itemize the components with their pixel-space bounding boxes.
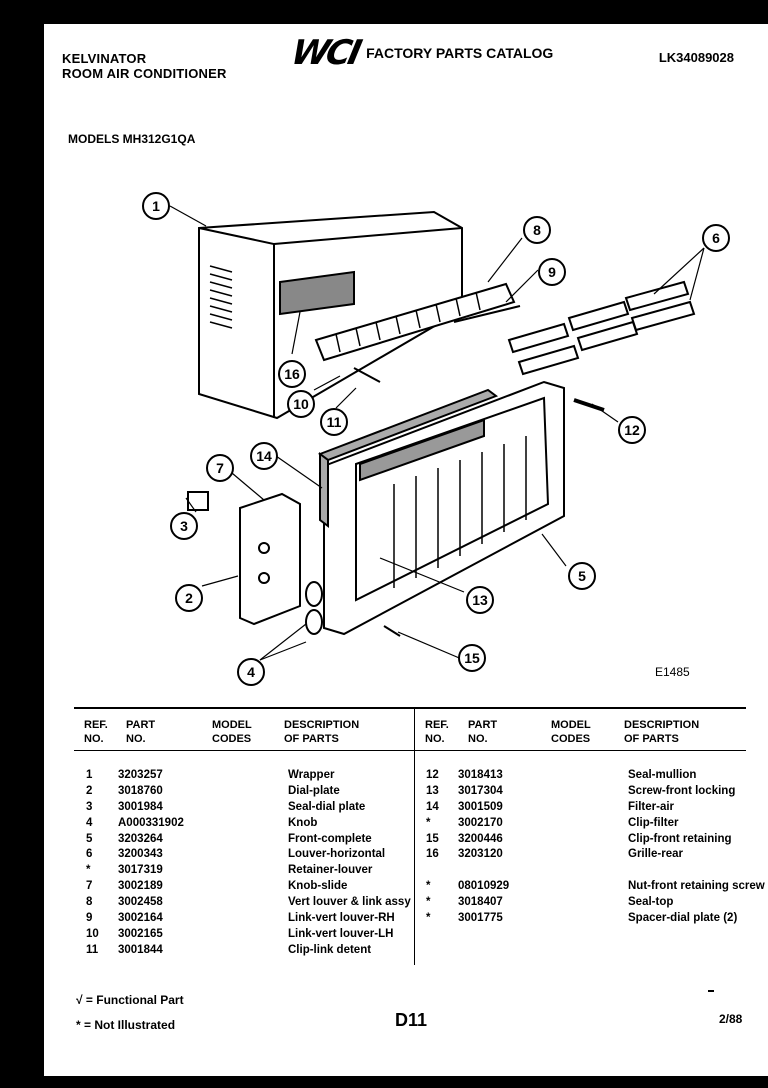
callout-10: 10 bbox=[287, 390, 315, 418]
catalog-name: FACTORY PARTS CATALOG bbox=[366, 45, 554, 61]
svg-text:14: 14 bbox=[256, 448, 272, 464]
svg-text:7: 7 bbox=[216, 460, 224, 476]
callout-13: 13 bbox=[466, 586, 494, 614]
legend: √ = Functional Part * = Not Illustrated bbox=[76, 988, 184, 1038]
product-name: ROOM AIR CONDITIONER bbox=[62, 66, 227, 81]
svg-text:13: 13 bbox=[472, 592, 488, 608]
svg-text:8: 8 bbox=[533, 222, 541, 238]
dial-plate bbox=[239, 492, 301, 626]
svg-text:12: 12 bbox=[624, 422, 640, 438]
callout-5: 5 bbox=[568, 562, 596, 590]
svg-text:10: 10 bbox=[293, 396, 309, 412]
callouts: 1 2 3 4 5 6 7 8 9 10 11 12 13 14 15 16 bbox=[142, 192, 730, 686]
diagram-code: E1485 bbox=[655, 665, 690, 679]
svg-text:1: 1 bbox=[152, 198, 160, 214]
svg-text:11: 11 bbox=[327, 414, 342, 430]
clip-link bbox=[353, 367, 381, 383]
brand-block: KELVINATOR ROOM AIR CONDITIONER bbox=[62, 51, 227, 81]
callout-16: 16 bbox=[278, 360, 306, 388]
callout-3: 3 bbox=[170, 512, 198, 540]
diagram-drawing bbox=[187, 210, 696, 637]
clip-front-retaining bbox=[383, 625, 401, 637]
svg-text:4: 4 bbox=[247, 664, 255, 680]
svg-text:3: 3 bbox=[180, 518, 188, 534]
rear-grille bbox=[279, 270, 355, 316]
document-number: LK34089028 bbox=[658, 50, 734, 65]
parts-catalog-page: KELVINATOR ROOM AIR CONDITIONER WCI FACT… bbox=[44, 24, 768, 1076]
catalog-date: 2/88 bbox=[719, 1012, 743, 1026]
callout-7: 7 bbox=[206, 454, 234, 482]
seal-dial-plate bbox=[187, 491, 209, 511]
table-spacer bbox=[426, 863, 765, 879]
svg-text:5: 5 bbox=[578, 568, 586, 584]
front-louvers bbox=[393, 436, 527, 588]
models-line: MODELS MH312G1QA bbox=[68, 132, 196, 146]
header-ref-no-left: REF.NO. bbox=[84, 719, 108, 745]
legend-functional: √ = Functional Part bbox=[76, 993, 184, 1007]
svg-text:2: 2 bbox=[185, 590, 193, 606]
callout-9: 9 bbox=[538, 258, 566, 286]
callout-11: 11 bbox=[320, 408, 348, 436]
brand-name: KELVINATOR bbox=[62, 51, 147, 66]
svg-text:6: 6 bbox=[712, 230, 720, 246]
exploded-parts-diagram: 1 2 3 4 5 6 7 8 9 10 11 12 13 14 15 16 bbox=[142, 192, 730, 686]
svg-text:9: 9 bbox=[548, 264, 556, 280]
callout-15: 15 bbox=[458, 644, 486, 672]
wci-logo: WCI bbox=[287, 33, 363, 73]
table-rule-top bbox=[74, 707, 746, 709]
table-column-divider bbox=[414, 707, 415, 965]
knobs bbox=[305, 581, 323, 635]
callout-8: 8 bbox=[523, 216, 551, 244]
page-code: D11 bbox=[395, 1010, 428, 1030]
margin-mark bbox=[708, 990, 714, 992]
svg-text:16: 16 bbox=[284, 366, 300, 382]
catalog-title: WCI FACTORY PARTS CATALOG bbox=[288, 33, 554, 73]
front-screen bbox=[359, 418, 485, 482]
leader-lines bbox=[169, 205, 705, 661]
horizontal-louvers bbox=[507, 280, 696, 376]
callout-14: 14 bbox=[250, 442, 278, 470]
legend-not-illustrated: * = Not Illustrated bbox=[76, 1018, 176, 1032]
vert-louver-assembly bbox=[314, 282, 516, 362]
callout-2: 2 bbox=[175, 584, 203, 612]
svg-text:15: 15 bbox=[464, 650, 480, 666]
callout-6: 6 bbox=[702, 224, 730, 252]
table-rule-header bbox=[74, 750, 746, 751]
header-ref-no-right: REF.NO. bbox=[425, 719, 449, 745]
link-rh bbox=[453, 305, 521, 323]
callout-12: 12 bbox=[618, 416, 646, 444]
callout-1: 1 bbox=[142, 192, 170, 220]
callout-4: 4 bbox=[237, 658, 265, 686]
